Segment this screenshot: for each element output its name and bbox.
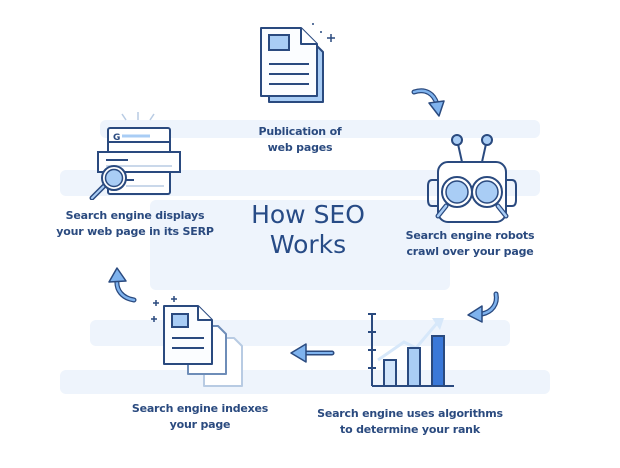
step-label-line: Search engine displays [65,209,205,222]
step-label-serp: Search engine displays your web page in … [50,208,220,240]
serp-search-icon: G [89,112,181,200]
background-band [60,370,550,394]
title-line-2: Works [269,230,347,259]
curved-arrow-up-icon [108,267,137,303]
step-label-line: web pages [267,141,333,154]
curved-arrow-down-left-icon [467,291,499,323]
step-label-line: your page [169,418,231,431]
step-label-line: Search engine indexes [131,402,269,415]
robot-magnifier-icon [427,134,517,223]
step-label-line: crawl over your page [406,245,534,258]
step-label-line: Publication of [258,125,342,138]
indexed-documents-icon [151,296,243,387]
title-line-1: How SEO [251,200,365,229]
background-band [100,120,540,138]
background-band [150,200,450,290]
step-label-rank: Search engine uses algorithms to determi… [300,406,520,438]
search-letter: G [113,133,120,143]
step-label-line: your web page in its SERP [56,225,214,238]
step-label-line: Search engine uses algorithms [317,407,503,420]
step-label-publication: Publication of web pages [210,124,390,156]
curved-arrow-down-right-icon [411,88,445,117]
step-label-line: Search engine robots [405,229,535,242]
step-label-line: to determine your rank [340,423,480,436]
diagram-title: How SEO Works [228,200,388,260]
bar-chart-icon [368,313,454,387]
step-label-crawl: Search engine robots crawl over your pag… [395,228,545,260]
document-stack-icon [260,23,335,103]
step-label-index: Search engine indexes your page [115,401,285,433]
arrow-left-icon [290,343,335,363]
